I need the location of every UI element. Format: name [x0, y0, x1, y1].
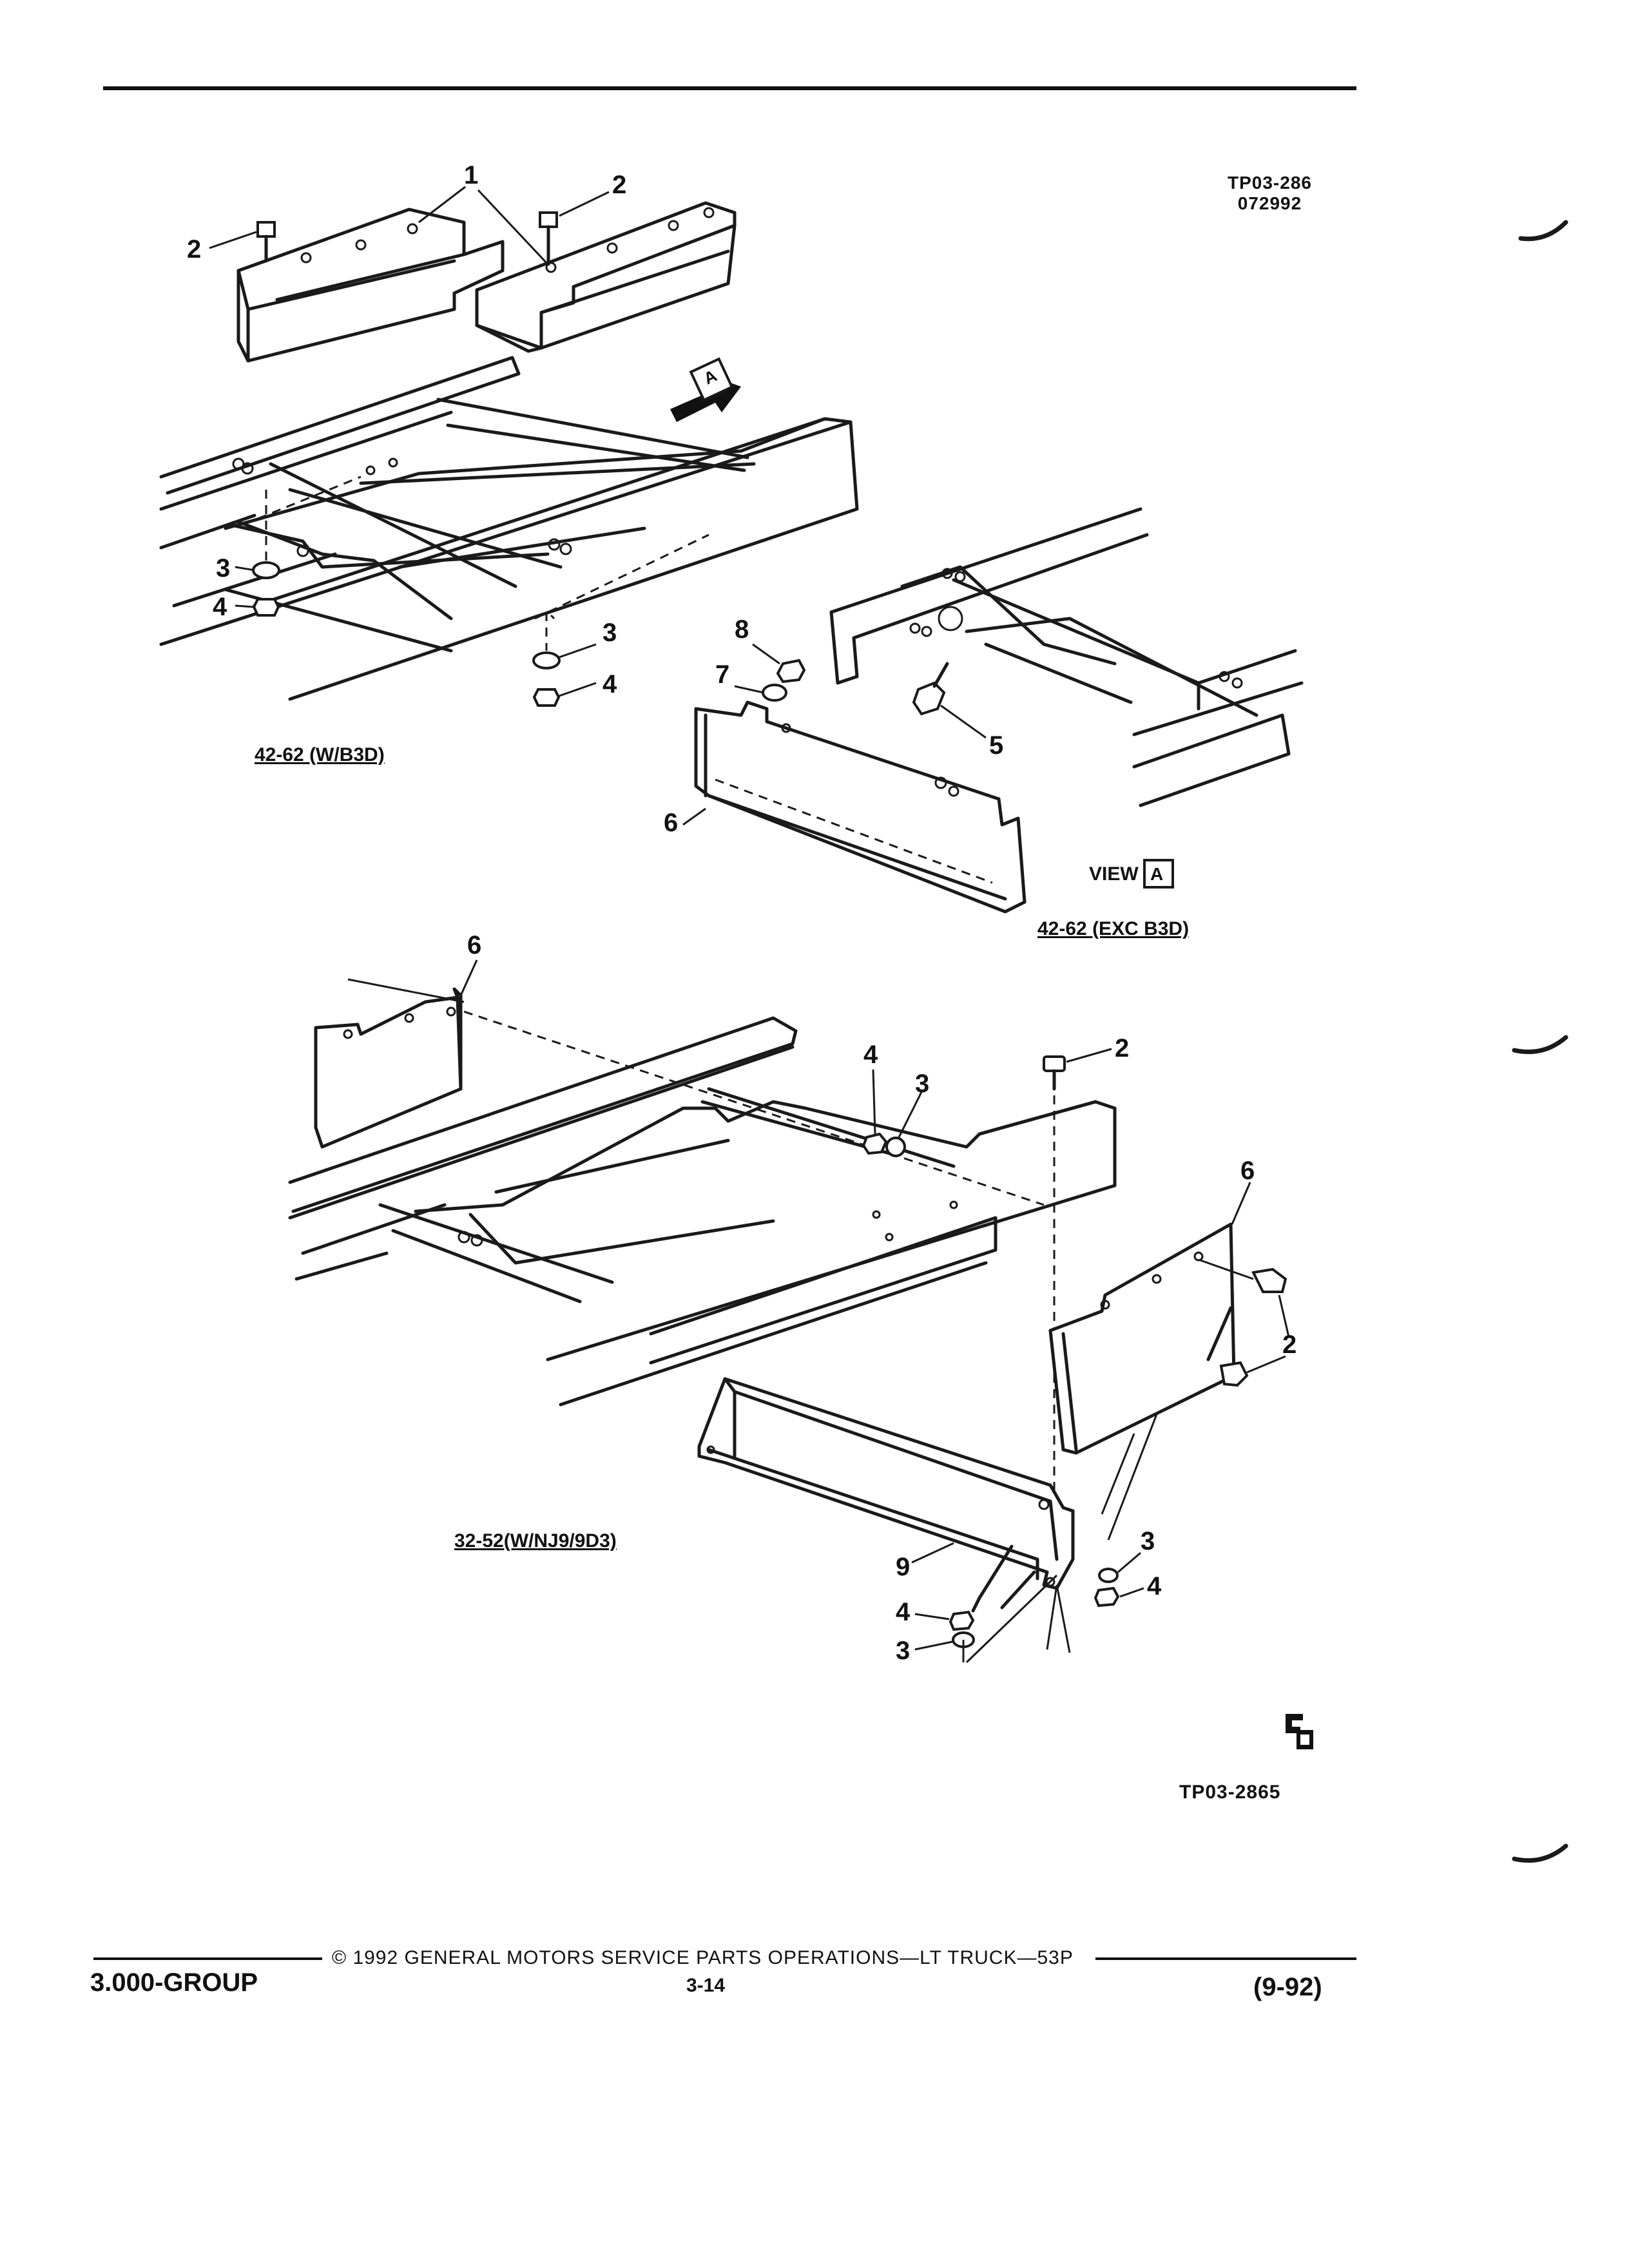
callout-4: 4	[602, 670, 617, 698]
callout-3: 3	[896, 1637, 911, 1665]
callout-6: 6	[467, 931, 482, 959]
callout-2: 2	[1282, 1331, 1297, 1359]
footer-page-number: 3-14	[686, 1975, 726, 1996]
callout-3: 3	[602, 619, 617, 647]
callout-9: 9	[896, 1553, 911, 1581]
bracket-right	[475, 201, 737, 353]
callout-4: 4	[213, 593, 227, 621]
figure-ref-code: TP03-286	[1228, 173, 1312, 193]
bolt-2-right-a	[1251, 1267, 1287, 1293]
view-a-label: VIEW A	[1089, 863, 1163, 885]
callout-4: 4	[896, 1598, 911, 1626]
nut-4-bottom-right	[1094, 1586, 1120, 1608]
callout-3: 3	[915, 1070, 930, 1098]
view-letter: A	[1150, 864, 1164, 884]
washer-7	[762, 684, 787, 702]
callout-5: 5	[989, 731, 1004, 760]
bracket-9	[697, 1377, 1075, 1613]
callout-6: 6	[664, 809, 679, 837]
gm-spo-logo	[1286, 1714, 1313, 1749]
callout-6: 6	[1240, 1157, 1255, 1185]
callout-2: 2	[612, 171, 627, 199]
figure-ref-top: TP03-286 072992	[1228, 173, 1312, 214]
plate-6-upper-left	[314, 978, 465, 1149]
callout-4: 4	[1147, 1572, 1162, 1600]
nut-4-mid	[532, 688, 561, 707]
frame-bottom	[288, 1016, 1117, 1407]
nut-4-bottom-left	[949, 1610, 975, 1631]
margin-mark-1	[1518, 220, 1568, 242]
nut-4-left	[252, 598, 280, 617]
view-label-text: VIEW	[1089, 863, 1139, 885]
callout-2: 2	[187, 235, 202, 264]
caption-w-nj9: 32-52(W/NJ9/9D3)	[454, 1530, 617, 1552]
callout-3: 3	[1141, 1527, 1155, 1555]
header-rule	[103, 86, 1356, 90]
frame-view-a	[829, 507, 1304, 807]
plate-6-right	[1048, 1222, 1236, 1455]
washer-3-mid	[532, 651, 561, 669]
caption-w-b3d: 42-62 (W/B3D)	[255, 744, 385, 765]
callout-1: 1	[464, 161, 479, 189]
nut-8	[776, 658, 806, 684]
bolt-5	[912, 662, 949, 716]
bolt-top-left	[256, 221, 276, 263]
caption-exc-b3d: 42-62 (EXC B3D)	[1037, 918, 1190, 939]
washer-3-bottom-right	[1098, 1568, 1119, 1583]
nut-4-bottom-mid	[862, 1132, 888, 1155]
callout-7: 7	[715, 660, 730, 689]
margin-mark-3	[1512, 1843, 1568, 1863]
washer-3-bottom-mid	[885, 1137, 906, 1157]
view-arrow	[670, 357, 741, 422]
callout-3: 3	[216, 554, 231, 582]
frame-top	[159, 356, 859, 701]
plate-6-view-a	[694, 700, 1027, 914]
bolt-top-right	[539, 211, 558, 266]
figure-ref-date: 072992	[1237, 193, 1302, 213]
washer-3-left	[252, 561, 280, 579]
view-box	[1143, 859, 1174, 889]
margin-mark-2	[1512, 1035, 1568, 1054]
callout-8: 8	[735, 615, 749, 644]
callout-4: 4	[863, 1041, 878, 1069]
figure-ref-bottom: TP03-2865	[1179, 1782, 1281, 1803]
bolt-2-bottom-upper	[1043, 1055, 1066, 1091]
footer-group: 3.000-GROUP	[90, 1968, 258, 1997]
callout-2: 2	[1115, 1034, 1130, 1062]
footer-copyright: © 1992 GENERAL MOTORS SERVICE PARTS OPER…	[332, 1947, 1074, 1968]
bolt-2-right-b	[1219, 1361, 1249, 1387]
bracket-left	[236, 207, 505, 363]
footer-date: (9-92)	[1253, 1973, 1322, 2001]
